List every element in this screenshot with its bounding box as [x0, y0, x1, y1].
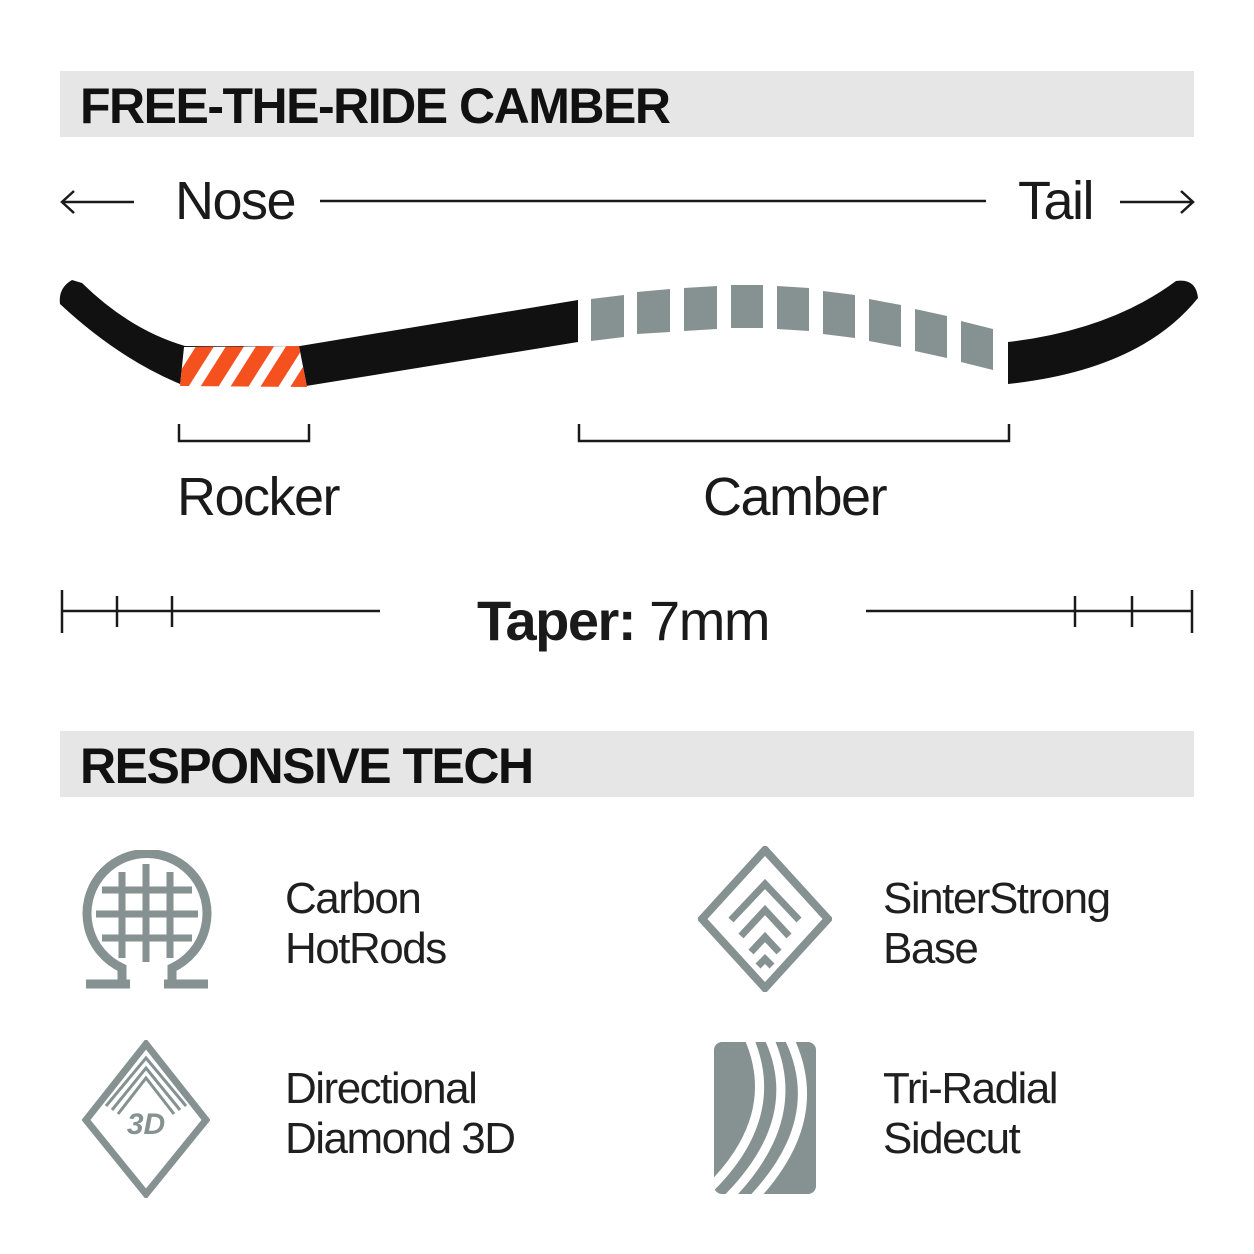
nose-direction-arrow — [60, 190, 134, 214]
tech-item-line2: Diamond 3D — [285, 1114, 516, 1163]
rocker-bracket — [177, 424, 311, 443]
tech-item-line2: Base — [883, 924, 979, 973]
camber-section-title: FREE-THE-RIDE CAMBER — [80, 78, 671, 134]
taper-label: Taper: — [476, 589, 637, 652]
tech-item-carbon-hotrods: Carbon HotRods — [285, 874, 447, 974]
diamond-3d-badge: 3D — [127, 1108, 165, 1141]
tail-direction-arrow — [1120, 190, 1195, 214]
board-profile-diagram — [59, 190, 1198, 633]
tech-item-line1: SinterStrong — [883, 874, 1111, 923]
omega-grid-icon — [82, 850, 212, 989]
tech-item-line1: Carbon — [285, 874, 422, 923]
tech-section-title: RESPONSIVE TECH — [80, 738, 534, 794]
taper-readout: Taper: 7mm — [380, 588, 866, 658]
nose-label: Nose — [175, 171, 297, 231]
camber-section-header: FREE-THE-RIDE CAMBER — [60, 71, 1194, 137]
taper-scale-right — [866, 590, 1194, 633]
rocker-zone — [180, 346, 307, 387]
camber-label: Camber — [703, 467, 888, 527]
tech-item-line2: Sidecut — [883, 1114, 1021, 1163]
tech-item-line1: Directional — [285, 1064, 478, 1113]
camber-bracket — [577, 424, 1011, 443]
diamond-chevrons-icon — [698, 846, 832, 992]
taper-value: 7mm — [649, 589, 770, 652]
tech-item-line1: Tri-Radial — [883, 1064, 1059, 1113]
taper-scale-left — [60, 590, 380, 633]
tech-item-sinterstrong-base: SinterStrong Base — [883, 874, 1111, 974]
tech-item-line2: HotRods — [285, 924, 447, 973]
board-nose-section — [59, 280, 578, 386]
tech-item-directional-diamond-3d: Directional Diamond 3D — [285, 1064, 516, 1164]
rocker-label: Rocker — [177, 467, 341, 527]
board-tail-section — [1008, 280, 1198, 384]
diamond-3d-icon: 3D — [82, 1040, 210, 1198]
camber-zone — [591, 285, 993, 370]
tail-label: Tail — [1018, 171, 1095, 231]
tech-item-tri-radial-sidecut: Tri-Radial Sidecut — [883, 1064, 1059, 1164]
tri-radial-icon — [714, 1042, 816, 1194]
tech-section-header: RESPONSIVE TECH — [60, 731, 1194, 797]
